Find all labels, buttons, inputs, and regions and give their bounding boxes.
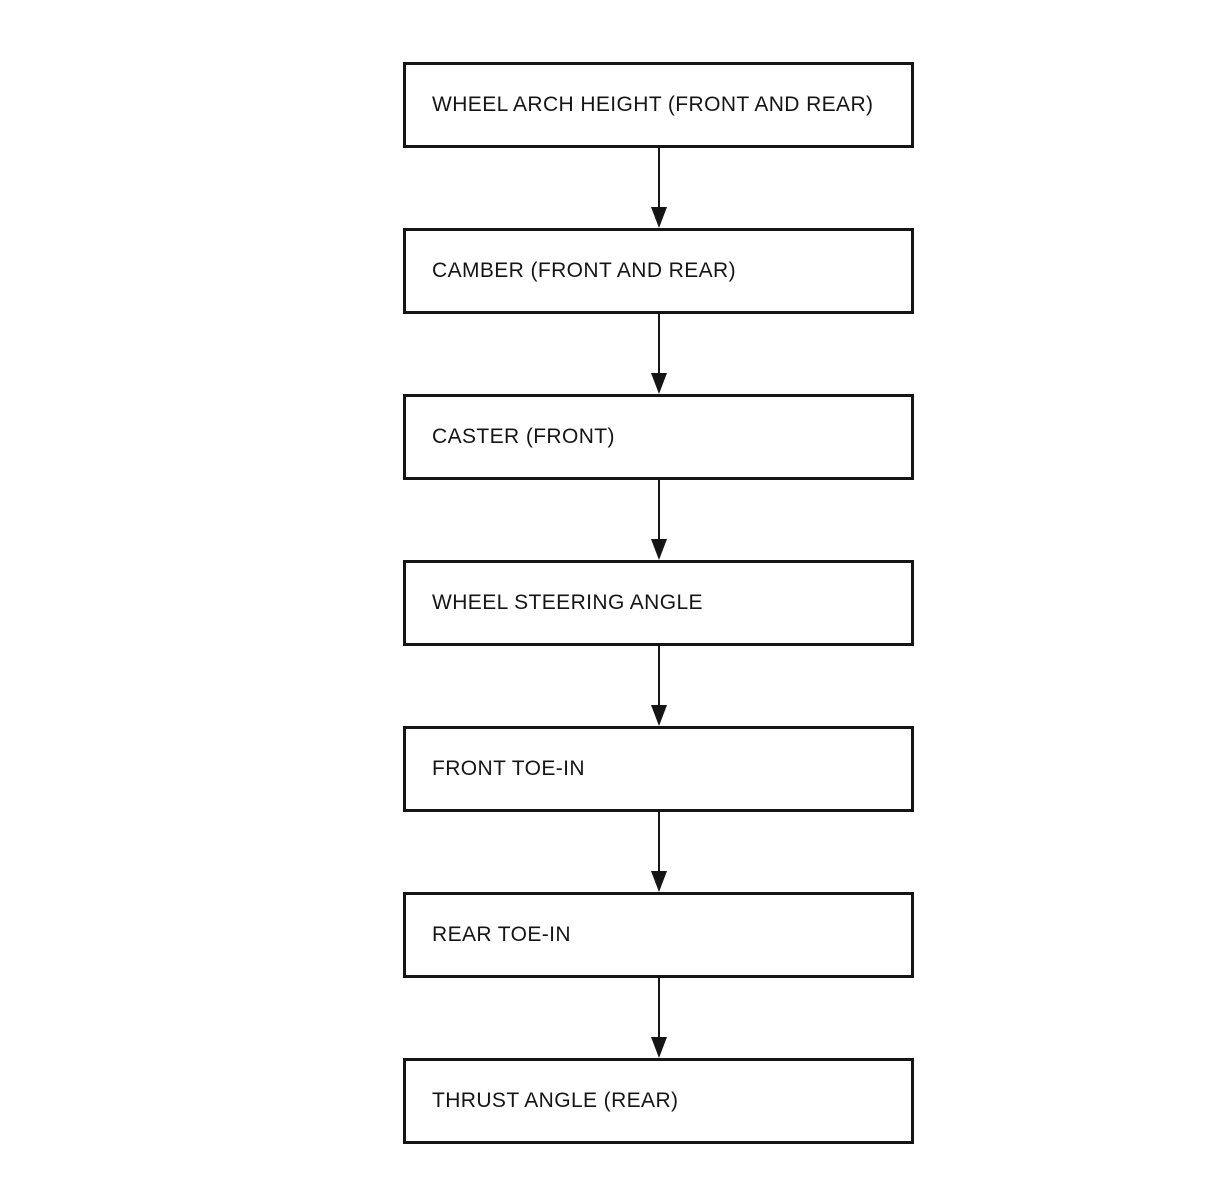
flow-step-label: CASTER (FRONT): [432, 425, 615, 448]
flow-step-label: WHEEL ARCH HEIGHT (FRONT AND REAR): [432, 93, 874, 116]
flow-step-thrust-angle: THRUST ANGLE (REAR): [403, 1058, 914, 1144]
flow-step-wheel-arch-height: WHEEL ARCH HEIGHT (FRONT AND REAR): [403, 62, 914, 148]
flow-step-camber: CAMBER (FRONT AND REAR): [403, 228, 914, 314]
flow-step-label: REAR TOE-IN: [432, 923, 571, 946]
flow-step-wheel-steering-angle: WHEEL STEERING ANGLE: [403, 560, 914, 646]
flow-step-caster: CASTER (FRONT): [403, 394, 914, 480]
flow-arrow: [403, 480, 914, 560]
arrow-head-icon: [650, 207, 667, 228]
flow-step-front-toe-in: FRONT TOE-IN: [403, 726, 914, 812]
flow-step-label: FRONT TOE-IN: [432, 757, 585, 780]
arrow-line: [657, 978, 660, 1038]
flow-step-label: CAMBER (FRONT AND REAR): [432, 259, 736, 282]
flow-arrow: [403, 148, 914, 228]
arrow-head-icon: [650, 539, 667, 560]
arrow-line: [657, 480, 660, 540]
flowchart: WHEEL ARCH HEIGHT (FRONT AND REAR) CAMBE…: [403, 62, 914, 1144]
flow-arrow: [403, 314, 914, 394]
flow-step-rear-toe-in: REAR TOE-IN: [403, 892, 914, 978]
flow-step-label: THRUST ANGLE (REAR): [432, 1089, 679, 1112]
flow-arrow: [403, 812, 914, 892]
flow-arrow: [403, 646, 914, 726]
arrow-line: [657, 148, 660, 208]
arrow-head-icon: [650, 373, 667, 394]
arrow-line: [657, 646, 660, 706]
flow-arrow: [403, 978, 914, 1058]
arrow-head-icon: [650, 1037, 667, 1058]
arrow-line: [657, 812, 660, 872]
arrow-head-icon: [650, 871, 667, 892]
flow-step-label: WHEEL STEERING ANGLE: [432, 591, 703, 614]
arrow-head-icon: [650, 705, 667, 726]
arrow-line: [657, 314, 660, 374]
